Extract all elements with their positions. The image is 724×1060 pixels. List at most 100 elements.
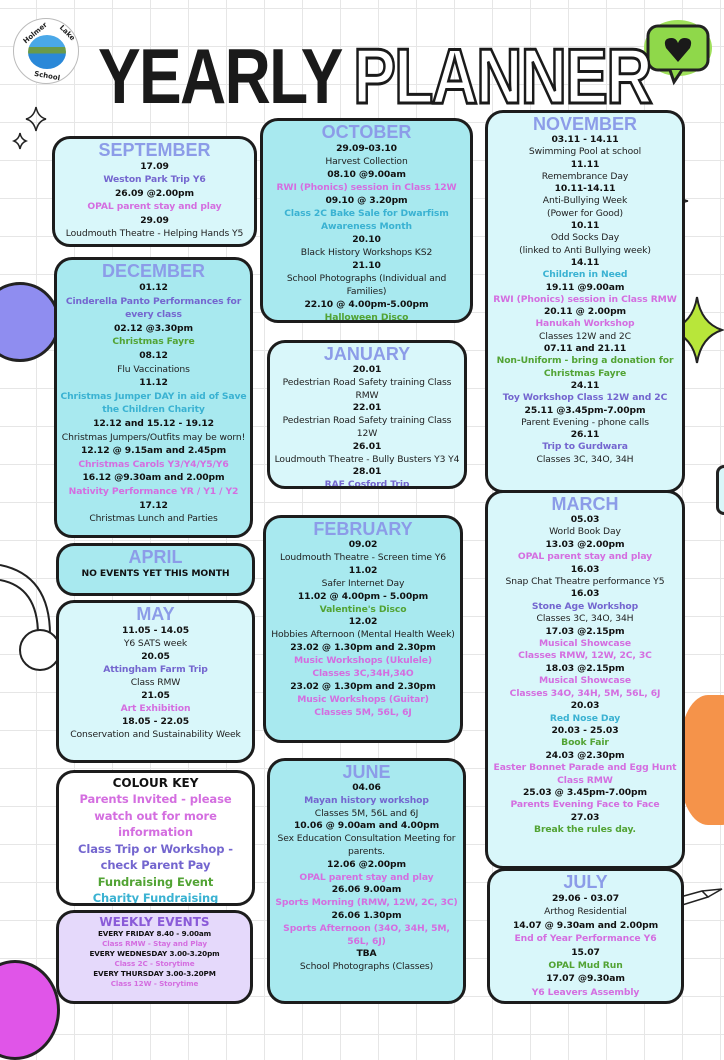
event-description: Parents Evening Face to Face bbox=[510, 799, 660, 811]
event-date: 29.09 bbox=[140, 214, 169, 226]
event-description: Pedestrian Road Safety training Class 12… bbox=[282, 415, 452, 439]
blob-decoration bbox=[0, 960, 60, 1060]
event-description: Black History Workshops KS2 bbox=[300, 247, 433, 258]
event-date: 03.11 - 14.11 bbox=[551, 134, 619, 145]
event-description: Sports Morning (RMW, 12W, 2C, 3C) bbox=[275, 897, 458, 909]
event-date: 29.09-03.10 bbox=[336, 143, 397, 154]
event-date: 20.11 @ 2.00pm bbox=[543, 306, 627, 318]
event-date: 12.02 bbox=[348, 616, 378, 628]
event-description: Children in Need bbox=[542, 269, 628, 281]
event-description: Book Fair bbox=[561, 737, 609, 749]
event-date: 12.12 and 15.12 - 19.12 bbox=[93, 417, 214, 429]
event-date: NO EVENTS YET THIS MONTH bbox=[81, 568, 230, 579]
card-title: FEBRUARY bbox=[313, 519, 413, 539]
event-description: Y6 Leavers Assembly bbox=[531, 986, 640, 998]
event-date: 14.11 bbox=[570, 256, 600, 268]
event-description: Break the rules day. bbox=[534, 824, 636, 836]
event-description: RWI (Phonics) session in Class RMW bbox=[493, 293, 677, 305]
event-description: Musical Showcase bbox=[539, 638, 631, 650]
event-description: School Photographs (Classes) bbox=[299, 961, 434, 973]
blob-decoration bbox=[680, 695, 724, 825]
event-date: EVERY THURSDAY 3.00-3.20PM bbox=[93, 969, 216, 978]
event-date: 17.09 bbox=[140, 161, 169, 172]
event-description: Classes 5M, 56L, 6J bbox=[314, 706, 412, 718]
event-date: 17.07 @9.30am bbox=[546, 973, 625, 985]
event-date: 26.11 bbox=[570, 429, 600, 441]
sparkle-icon bbox=[11, 106, 47, 150]
event-date: 09.02 bbox=[348, 539, 378, 550]
event-date: 18.03 @2.15pm bbox=[545, 662, 625, 674]
event-description: Class 12W - Storytime bbox=[110, 979, 199, 988]
event-description: Classes 3C, 34O, 34H bbox=[536, 453, 634, 465]
event-description: Sports Afternoon (34O, 34H, 5M, 56L, 6J) bbox=[283, 922, 450, 947]
event-description: Non-Uniform - bring a donation for Chris… bbox=[496, 355, 674, 379]
event-date: 26.06 9.00am bbox=[331, 884, 402, 896]
event-description: Classes 34O, 34H, 5M, 56L, 6J bbox=[509, 687, 661, 699]
event-description: Classes RMW, 12W, 2C, 3C bbox=[518, 650, 652, 662]
event-description: OPAL parent stay and play bbox=[517, 551, 653, 563]
event-description: Harvest Collection bbox=[325, 156, 408, 167]
event-date: 24.03 @2.30pm bbox=[545, 749, 625, 761]
event-description: Conservation and Sustainability Week bbox=[70, 729, 241, 740]
event-description: Class 2C Bake Sale for Dwarfism Awarenes… bbox=[284, 208, 449, 232]
event-date: EVERY FRIDAY 8.40 - 9.00am bbox=[97, 929, 212, 938]
event-description: Sex Education Consultation Meeting for p… bbox=[277, 833, 456, 857]
event-date: 02.12 @3.30pm bbox=[114, 322, 193, 334]
event-description: Loudmouth Theatre - Bully Busters Y3 Y4 bbox=[274, 453, 460, 465]
event-description: (Power for Good) bbox=[546, 207, 623, 219]
event-date: 07.11 and 21.11 bbox=[543, 343, 627, 355]
event-description: Fundraising Event bbox=[97, 874, 214, 889]
event-description: Easter Bonnet Parade and Egg Hunt bbox=[493, 762, 677, 774]
event-description: Toy Workshop Class 12W and 2C bbox=[502, 392, 668, 404]
event-date: 19.11 @9.00am bbox=[545, 281, 625, 293]
event-description: World Book Day bbox=[549, 526, 621, 538]
event-description: (linked to Anti Bullying week) bbox=[519, 244, 651, 256]
event-date: 14.07 @ 9.30am and 2.00pm bbox=[512, 919, 659, 931]
event-description: Class 2C - Storytime bbox=[114, 959, 195, 968]
event-description: Class RMW bbox=[557, 774, 613, 786]
event-description: Class Trip or Workshop - check Parent Pa… bbox=[78, 841, 233, 873]
event-date: 20.10 bbox=[352, 234, 381, 245]
event-date: 25.03 @ 3.45pm-7.00pm bbox=[523, 786, 647, 798]
event-description: Art Exhibition bbox=[120, 703, 191, 714]
event-date: 29.06 - 03.07 bbox=[551, 893, 620, 904]
event-description: Christmas Jumper DAY in aid of Save the … bbox=[60, 390, 247, 416]
event-description: Pedestrian Road Safety training Class RM… bbox=[282, 376, 452, 401]
event-description: Trip to Gurdwara bbox=[542, 441, 628, 453]
event-date: 21.05 bbox=[141, 690, 170, 701]
event-description: OPAL Mud Run bbox=[548, 960, 623, 972]
event-date: 20.01 bbox=[352, 364, 382, 375]
event-date: 11.02 @ 4.00pm - 5.00pm bbox=[297, 590, 429, 602]
event-description: Arthog Residential bbox=[544, 906, 627, 918]
event-date: TBA bbox=[356, 948, 377, 960]
event-description: OPAL parent stay and play bbox=[87, 201, 222, 213]
event-date: 26.09 @2.00pm bbox=[115, 187, 194, 199]
event-date: 27.03 bbox=[570, 811, 600, 823]
event-description: Music Workshops (Ukulele) bbox=[293, 655, 433, 667]
event-description: Classes 5M, 56L and 6J bbox=[314, 807, 419, 819]
event-description: Music Workshops (Guitar) bbox=[297, 693, 429, 705]
event-date: 01.12 bbox=[139, 282, 168, 293]
event-description: Valentine's Disco bbox=[319, 603, 407, 615]
event-date: 20.03 - 25.03 bbox=[551, 724, 619, 736]
event-date: 16.03 bbox=[570, 563, 600, 575]
event-date: EVERY WEDNESDAY 3.00-3.20pm bbox=[89, 949, 220, 958]
event-date: 11.12 bbox=[139, 377, 168, 389]
event-description: Loudmouth Theatre - Screen time Y6 bbox=[280, 551, 446, 563]
event-description: Odd Socks Day bbox=[550, 232, 620, 244]
event-description: Classes 12W and 2C bbox=[539, 330, 631, 342]
event-date: 10.11-14.11 bbox=[554, 183, 616, 195]
event-date: 10.06 @ 9.00am and 4.00pm bbox=[293, 820, 440, 832]
event-date: 16.12 @9.30am and 2.00pm bbox=[82, 472, 225, 484]
event-description: Remembrance Day bbox=[541, 170, 629, 182]
event-description: Class RMW bbox=[130, 677, 181, 688]
event-description: Classes 3C, 34O, 34H bbox=[536, 613, 634, 625]
card-title: OCTOBER bbox=[321, 122, 412, 142]
event-description: Weston Park Trip Y6 bbox=[103, 174, 206, 186]
event-date: 21.10 bbox=[352, 260, 381, 271]
